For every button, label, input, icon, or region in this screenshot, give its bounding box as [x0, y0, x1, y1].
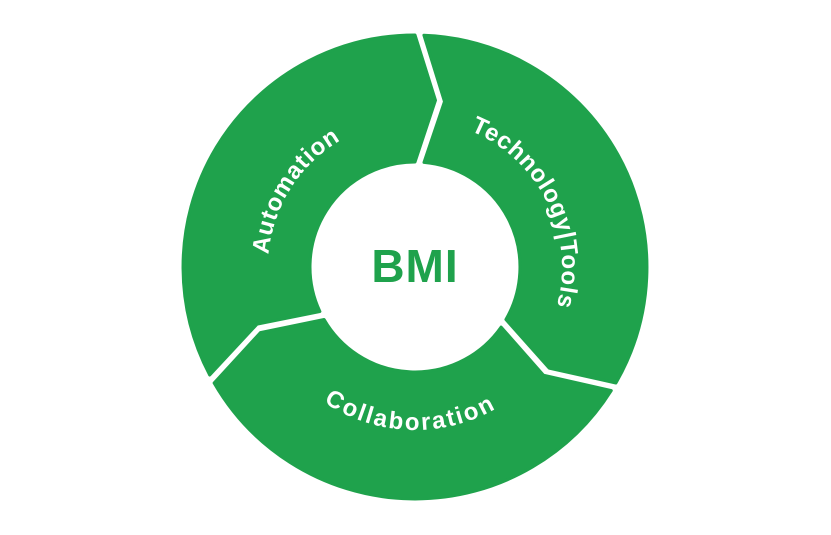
- segment-technology-tools-arrow: [422, 33, 649, 385]
- segment-automation-arrow: [181, 33, 437, 377]
- segment-collaboration-arrow: [212, 318, 613, 501]
- center-label-bmi: BMI: [371, 240, 458, 292]
